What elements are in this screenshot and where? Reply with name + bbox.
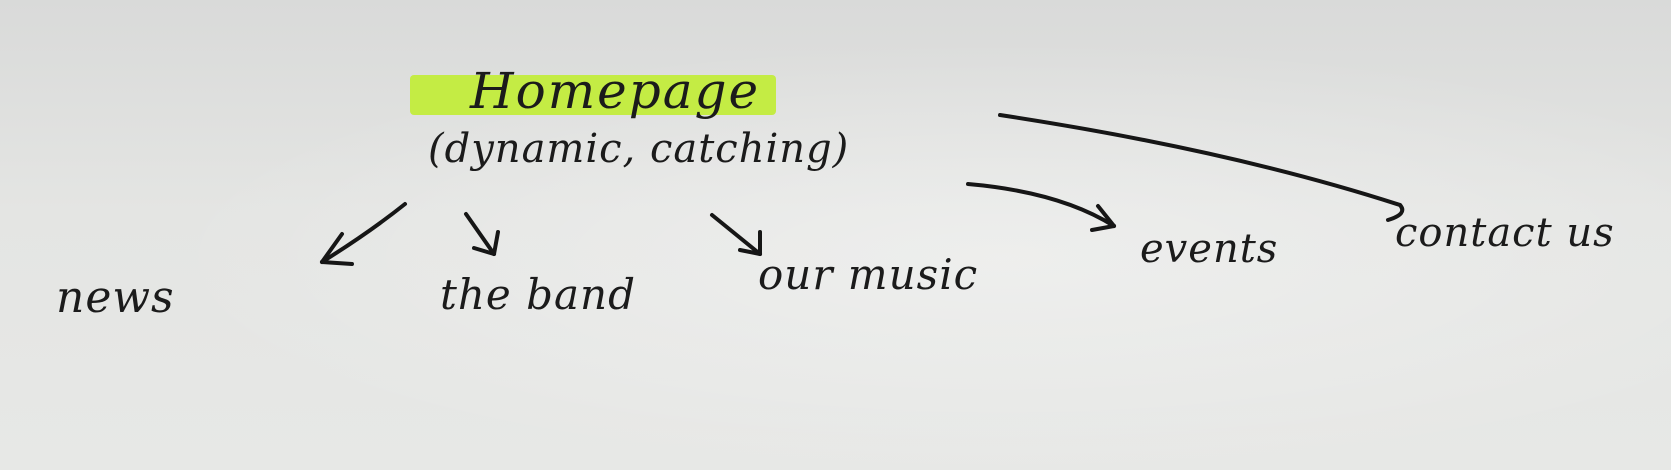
child-node-news: news [56,272,175,323]
arrow-to-our-music [710,213,762,256]
root-node-title: Homepage [470,62,761,120]
title-highlight [410,75,776,115]
arrow-to-events [966,182,1116,232]
child-node-our-music: our music [758,250,979,299]
child-node-events: events [1140,226,1279,272]
child-node-the-band: the band [440,270,636,319]
arrow-to-news [320,202,407,266]
root-node-subtitle: (dynamic, catching) [428,126,850,172]
child-node-contact-us: contact us [1395,210,1615,256]
arrow-to-the-band [464,212,500,256]
arrow-to-contact-us [998,113,1405,222]
